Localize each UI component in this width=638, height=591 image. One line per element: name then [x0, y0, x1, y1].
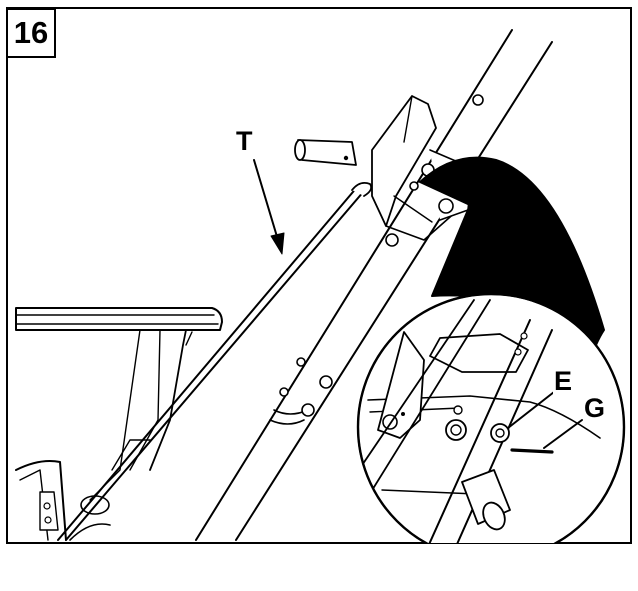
- bolt: [296, 357, 306, 367]
- callout-label-t: T: [236, 126, 253, 156]
- bolt: [279, 387, 289, 397]
- cotter-pin-g: [510, 448, 554, 454]
- bolt: [301, 403, 315, 417]
- callout-label-g: G: [583, 393, 607, 423]
- callout-label-e: E: [553, 366, 574, 396]
- wheel-assembly: [15, 460, 111, 541]
- bolt: [319, 375, 333, 389]
- detail-contents: [358, 299, 601, 543]
- bolt: [472, 94, 484, 106]
- control-rod: [57, 181, 373, 541]
- bolt: [409, 181, 419, 191]
- bolt: [385, 233, 399, 247]
- step-number-badge: 16: [6, 8, 56, 58]
- leader-line-e: [507, 391, 555, 429]
- leader-line-g: [543, 419, 583, 449]
- leader-arrow-t: [253, 159, 285, 255]
- bolt-set: [279, 94, 484, 417]
- bolt: [438, 198, 454, 214]
